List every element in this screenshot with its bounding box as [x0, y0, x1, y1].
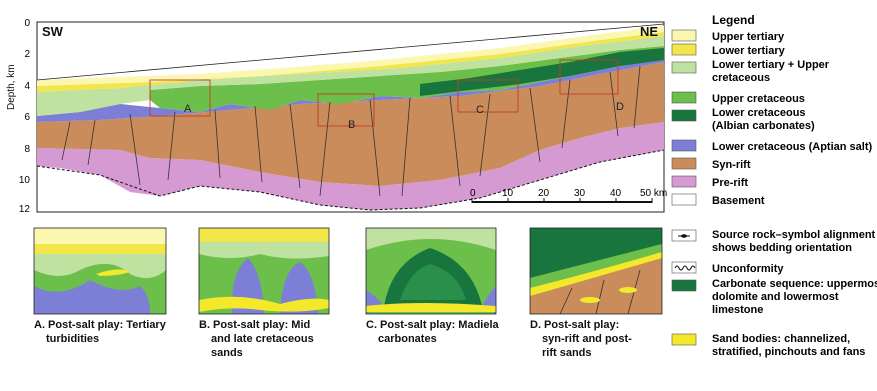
depth-tick: 0 — [24, 18, 30, 29]
scale-tick: 20 — [538, 188, 550, 199]
play-marker-d: D — [616, 101, 624, 113]
panel-d-caption: rift sands — [542, 347, 592, 359]
panel-b-caption: and late cretaceous — [211, 333, 314, 345]
legend-title: Legend — [712, 13, 755, 27]
depth-tick: 4 — [24, 81, 30, 92]
legend-swatch-lower-tertiary-upper-cretaceous — [672, 62, 696, 73]
depth-tick: 12 — [19, 204, 31, 215]
legend-label: shows bedding orientation — [712, 242, 852, 254]
legend-swatch-upper-cretaceous — [672, 92, 696, 103]
panel-b: B. Post-salt play: Mid and late cretaceo… — [199, 228, 329, 359]
legend-label: stratified, pinchouts and fans — [712, 346, 865, 358]
legend-label: Upper cretaceous — [712, 93, 805, 105]
legend-label: cretaceous — [712, 72, 770, 84]
panel-d-caption: D. Post-salt play: — [530, 319, 619, 331]
scale-tick: 10 — [502, 188, 514, 199]
play-marker-c: C — [476, 104, 484, 116]
legend-label: Basement — [712, 195, 765, 207]
legend-swatch-albian — [672, 110, 696, 121]
legend-label: Upper tertiary — [712, 31, 785, 43]
legend-label: Carbonate sequence: uppermost — [712, 278, 877, 290]
legend-swatch-pre-rift — [672, 176, 696, 187]
legend-label: Syn-rift — [712, 159, 751, 171]
legend-swatch-lower-tertiary — [672, 44, 696, 55]
scale-tick: 30 — [574, 188, 586, 199]
panel-b-caption: B. Post-salt play: Mid — [199, 319, 310, 331]
legend-swatch-aptian-salt — [672, 140, 696, 151]
depth-tick: 6 — [24, 112, 30, 123]
depth-axis-label: Depth, km — [6, 64, 17, 110]
panel-a-caption: turbidities — [46, 333, 99, 345]
depth-tick: 10 — [19, 175, 31, 186]
legend-label: Lower tertiary — [712, 45, 786, 57]
legend-label: limestone — [712, 304, 763, 316]
legend-label: Lower cretaceous (Aptian salt) — [712, 141, 872, 153]
panel-b-caption: sands — [211, 347, 243, 359]
scale-tick: 50 km — [640, 188, 667, 199]
panel-c: C. Post-salt play: Madiela carbonates — [366, 228, 500, 345]
legend-swatch-upper-tertiary — [672, 30, 696, 41]
depth-axis: Depth, km 0 2 4 6 8 10 12 — [6, 18, 30, 215]
carbonate-swatch-icon — [672, 280, 696, 291]
panel-c-caption: C. Post-salt play: Madiela — [366, 319, 500, 331]
ne-label: NE — [640, 24, 658, 39]
legend-label: Lower tertiary + Upper — [712, 59, 830, 71]
legend-label: Pre-rift — [712, 177, 748, 189]
sw-label: SW — [42, 24, 64, 39]
legend-label: Source rock–symbol alignment — [712, 229, 876, 241]
depth-tick: 8 — [24, 144, 30, 155]
legend-swatch-syn-rift — [672, 158, 696, 169]
panel-c-caption: carbonates — [378, 333, 437, 345]
scale-tick: 0 — [470, 188, 476, 199]
legend-swatch-basement — [672, 194, 696, 205]
sand-swatch-icon — [672, 334, 696, 345]
panel-a-caption: A. Post-salt play: Tertiary — [34, 319, 167, 331]
panel-d-caption: syn-rift and post- — [542, 333, 632, 345]
panel-d: D. Post-salt play: syn-rift and post- ri… — [530, 228, 662, 359]
legend: Legend Upper tertiary Lower tertiary Low… — [672, 13, 877, 358]
legend-label: (Albian carbonates) — [712, 120, 815, 132]
cross-section: A B C D SW NE — [37, 22, 664, 212]
legend-label: dolomite and lowermost — [712, 291, 839, 303]
legend-label: Unconformity — [712, 263, 784, 275]
legend-label: Lower cretaceous — [712, 107, 806, 119]
panel-a: A. Post-salt play: Tertiary turbidities — [34, 228, 167, 345]
scale-tick: 40 — [610, 188, 622, 199]
depth-tick: 2 — [24, 49, 30, 60]
play-marker-b: B — [348, 119, 355, 131]
legend-label: Sand bodies: channelized, — [712, 333, 850, 345]
play-marker-a: A — [184, 103, 192, 115]
